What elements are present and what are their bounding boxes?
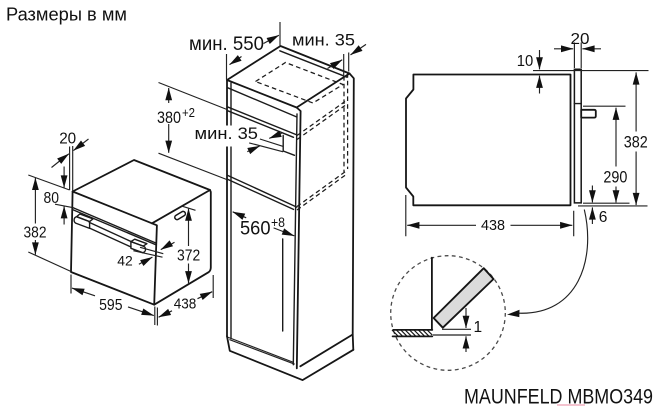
svg-text:438: 438 bbox=[174, 296, 197, 313]
svg-text:372: 372 bbox=[177, 247, 200, 264]
svg-text:1: 1 bbox=[474, 319, 483, 336]
svg-text:6: 6 bbox=[599, 209, 608, 226]
svg-text:80: 80 bbox=[44, 190, 60, 207]
svg-text:мин. 550: мин. 550 bbox=[189, 34, 264, 55]
svg-text:438: 438 bbox=[481, 217, 505, 234]
svg-text:595: 595 bbox=[99, 297, 122, 314]
svg-text:382: 382 bbox=[24, 224, 47, 241]
svg-text:382: 382 bbox=[624, 134, 648, 152]
svg-text:560: 560 bbox=[240, 219, 271, 240]
svg-text:+8: +8 bbox=[271, 214, 285, 230]
svg-text:Размеры в мм: Размеры в мм bbox=[6, 5, 127, 25]
svg-text:+2: +2 bbox=[182, 106, 195, 120]
svg-text:MAUNFELD MBMO349: MAUNFELD MBMO349 bbox=[464, 386, 653, 409]
svg-text:20: 20 bbox=[59, 131, 76, 148]
svg-text:10: 10 bbox=[517, 53, 534, 70]
svg-text:290: 290 bbox=[603, 169, 627, 187]
svg-text:380: 380 bbox=[157, 108, 181, 127]
svg-text:мин. 35: мин. 35 bbox=[292, 32, 355, 50]
svg-text:мин. 35: мин. 35 bbox=[195, 125, 259, 143]
svg-text:42: 42 bbox=[117, 252, 133, 268]
svg-text:20: 20 bbox=[571, 31, 590, 48]
